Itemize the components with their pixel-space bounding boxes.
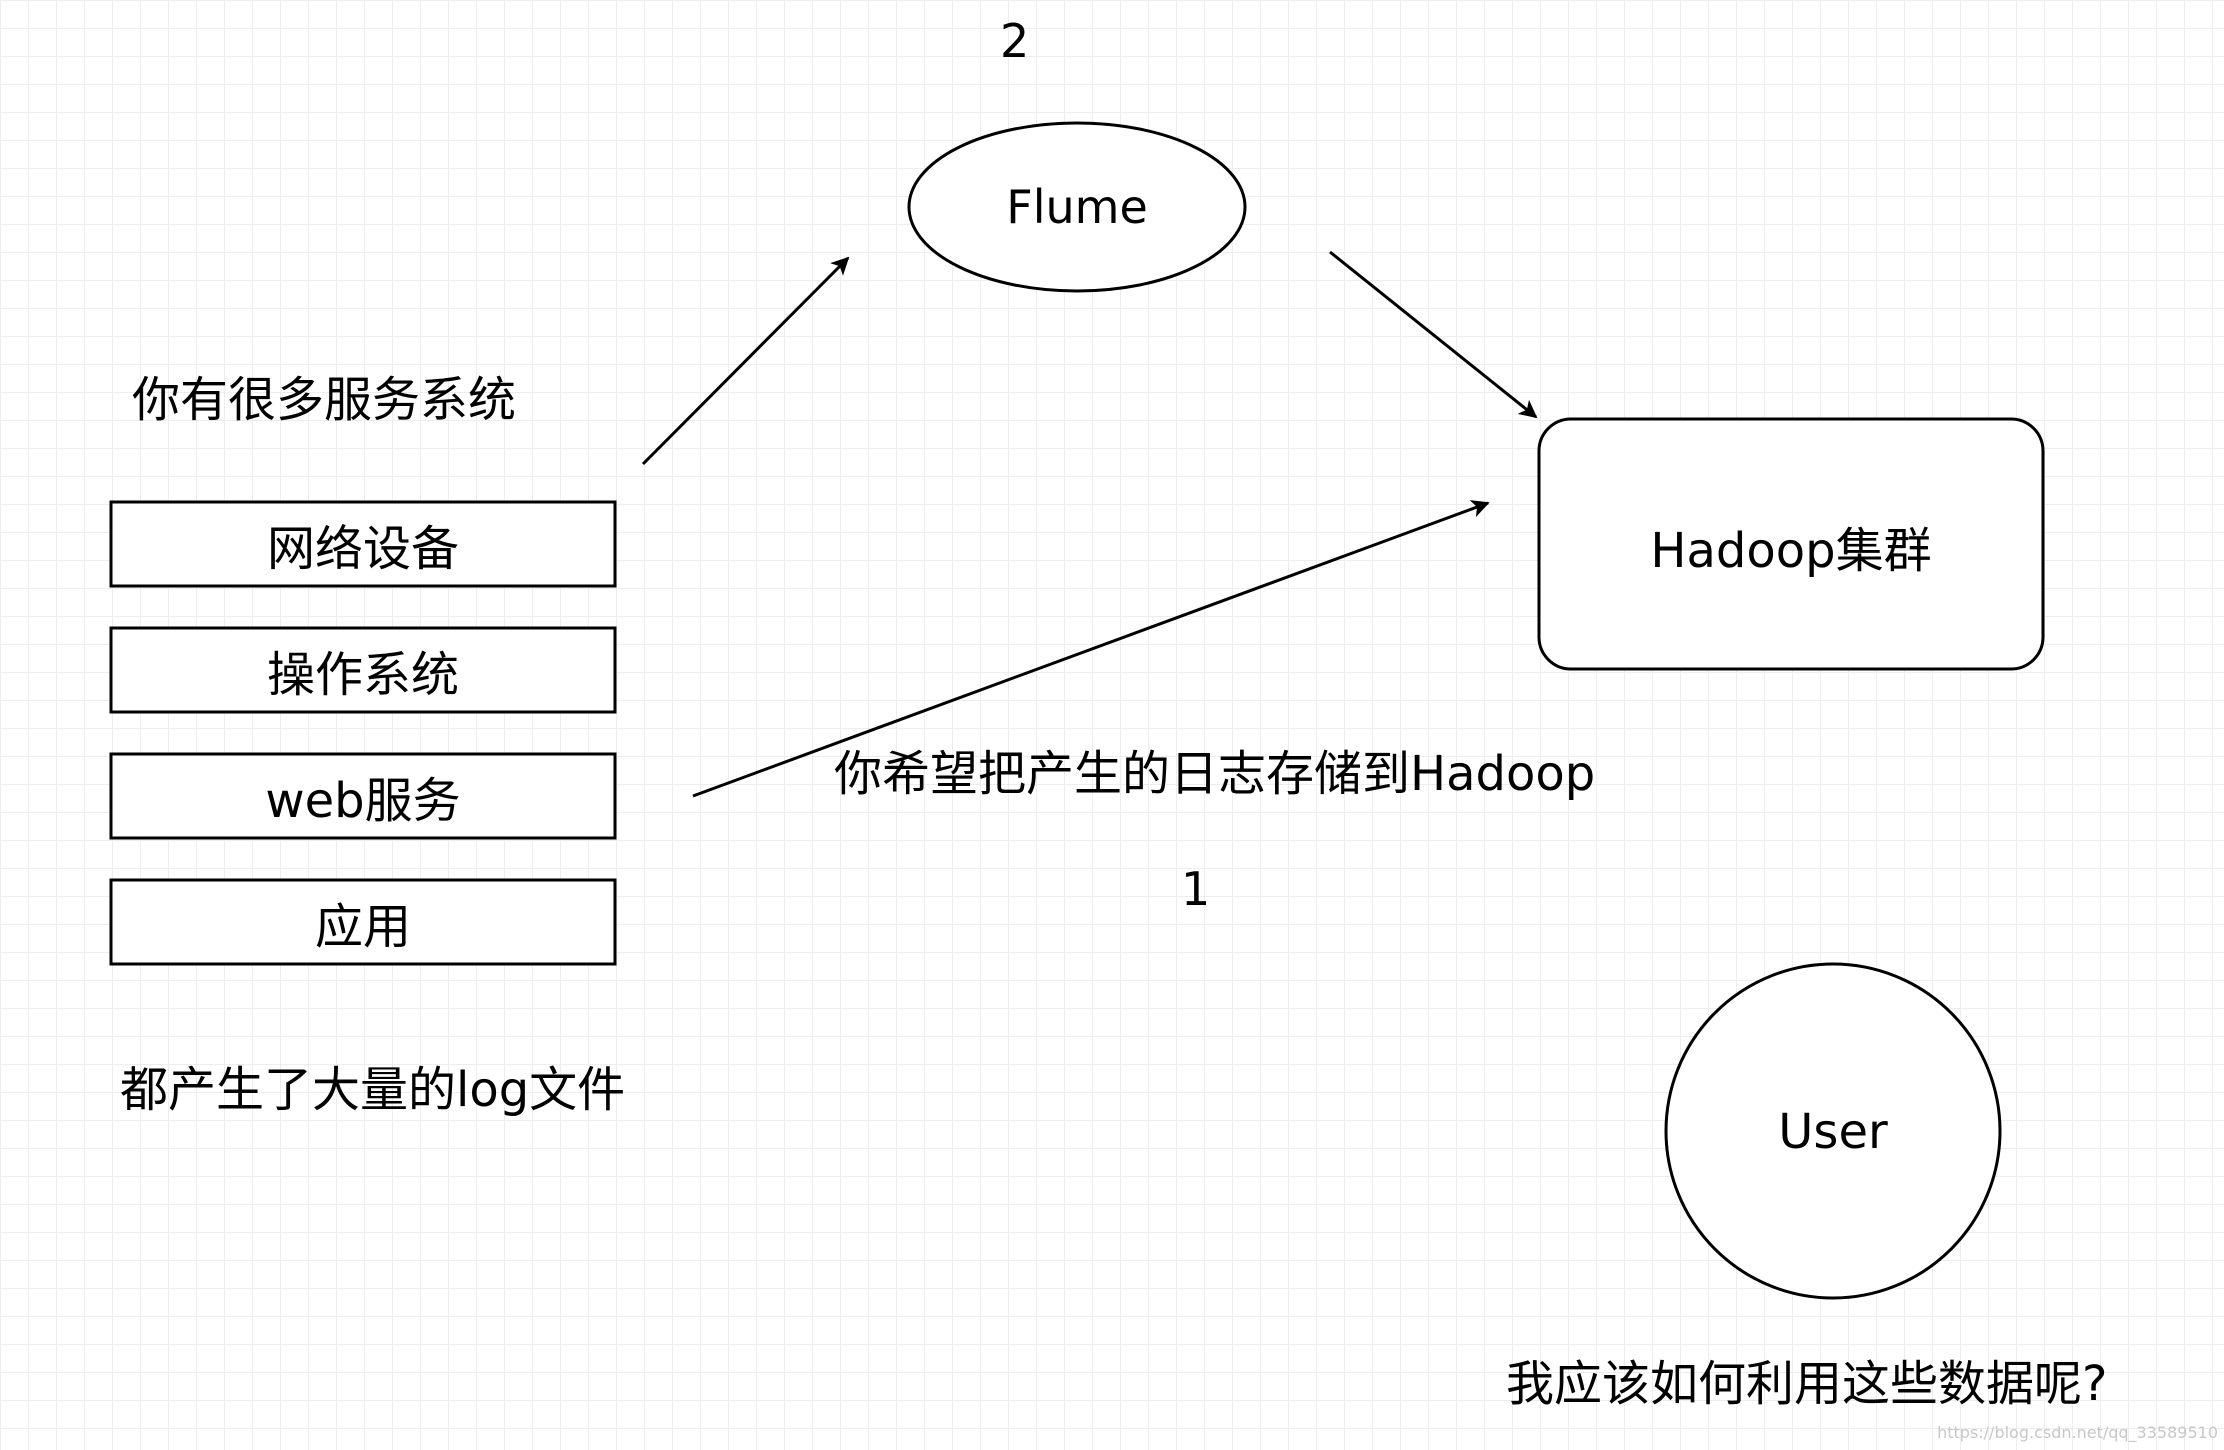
user-label: User [1778, 1104, 1888, 1160]
user-node[interactable] [1664, 962, 2002, 1300]
many-systems-text: 你有很多服务系统 [132, 372, 517, 428]
hadoop-node[interactable] [1537, 417, 2045, 671]
source-label-applications: 应用 [314, 899, 411, 955]
source-label-network-devices: 网络设备 [266, 521, 459, 577]
watermark: https://blog.csdn.net/qq_33589510 [1937, 1423, 2218, 1442]
source-box-applications[interactable] [109, 878, 617, 966]
source-label-operating-systems: 操作系统 [266, 647, 459, 703]
store-logs-text: 你希望把产生的日志存储到Hadoop [834, 746, 1596, 802]
log-files-text: 都产生了大量的log文件 [120, 1062, 626, 1118]
flume-label: Flume [1006, 180, 1148, 234]
source-box-operating-systems[interactable] [109, 626, 617, 714]
arrow-flume-to-hadoop [1329, 250, 1538, 419]
source-label-web-services: web服务 [265, 773, 461, 829]
arrow-sources-to-hadoop [692, 500, 1490, 798]
source-box-web-services[interactable] [109, 752, 617, 840]
step-two-label: 2 [1000, 14, 1030, 68]
hadoop-label: Hadoop集群 [1650, 523, 1932, 579]
arrow-sources-to-flume [641, 256, 850, 466]
step-one-label: 1 [1181, 862, 1211, 916]
flume-node[interactable] [907, 121, 1247, 293]
how-to-use-text: 我应该如何利用这些数据呢? [1506, 1356, 2108, 1412]
source-box-network-devices[interactable] [109, 500, 617, 588]
